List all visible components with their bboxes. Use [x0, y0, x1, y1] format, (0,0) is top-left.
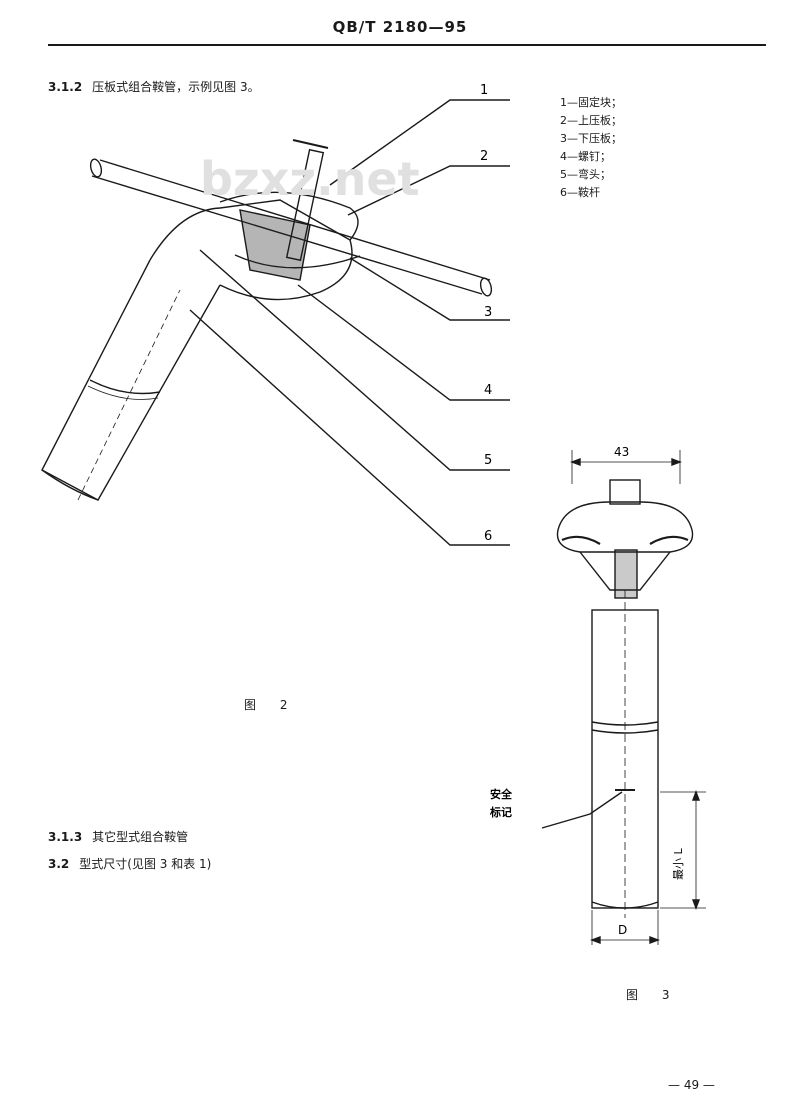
parts-legend: 1—固定块； 2—上压板； 3—下压板； 4—螺钉； 5—弯头； 6—鞍杆 — [560, 94, 622, 202]
clause-3-2: 3.2 型式尺寸(见图 3 和表 1) — [48, 855, 211, 872]
figure-3-caption: 图 3 — [626, 988, 680, 1002]
clause-text: 其它型式组合鞍管 — [92, 830, 189, 844]
dim-bottom-label: D — [618, 923, 627, 937]
upper-plate — [219, 191, 359, 241]
lower-plate — [234, 254, 361, 269]
page-number: — 49 — — [668, 1078, 715, 1092]
callout-6: 6 — [484, 529, 492, 544]
standard-number: QB/T 2180—95 — [332, 18, 468, 36]
callout-2: 2 — [480, 149, 488, 164]
clamp-head — [556, 501, 694, 553]
callout-1: 1 — [480, 83, 488, 98]
watermark: bzxz.net — [200, 152, 420, 206]
bolt — [285, 148, 325, 262]
dim-side-label: 最小 L — [672, 848, 685, 880]
legend-item: 3—下压板； — [560, 132, 622, 145]
clause-text: 型式尺寸(见图 3 和表 1) — [79, 857, 212, 871]
legend-item: 5—弯头； — [560, 168, 611, 181]
legend-item: 2—上压板； — [560, 114, 622, 127]
legend-item: 4—螺钉； — [560, 150, 611, 163]
elbow — [149, 199, 353, 301]
legend-item: 1—固定块； — [560, 96, 622, 109]
clause-text: 压板式组合鞍管，示例见图 3。 — [92, 80, 260, 94]
safety-mark-label: 标记 — [489, 805, 512, 819]
figure-2-caption: 图 2 — [244, 698, 298, 712]
clause-number: 3.1.3 — [48, 830, 83, 844]
clause-number: 3.2 — [48, 857, 70, 871]
figure-3-drawing: 43 D 最小 L 安全 标记 — [489, 445, 706, 945]
header-rule — [48, 44, 766, 46]
safety-mark-label: 安全 — [490, 787, 513, 801]
callout-3: 3 — [484, 305, 492, 320]
dim-top-label: 43 — [614, 445, 629, 459]
figure-2-drawing: 1 2 3 4 5 6 bzxz.net — [41, 83, 510, 546]
legend-item: 6—鞍杆 — [560, 186, 600, 199]
seat-post-tube — [41, 259, 221, 501]
clause-3-1-3: 3.1.3 其它型式组合鞍管 — [48, 828, 188, 845]
head-bolt — [609, 479, 641, 505]
clause-3-1-2: 3.1.2 压板式组合鞍管，示例见图 3。 — [48, 78, 260, 95]
clause-number: 3.1.2 — [48, 80, 83, 94]
callout-4: 4 — [484, 383, 492, 398]
callout-5: 5 — [484, 453, 492, 468]
